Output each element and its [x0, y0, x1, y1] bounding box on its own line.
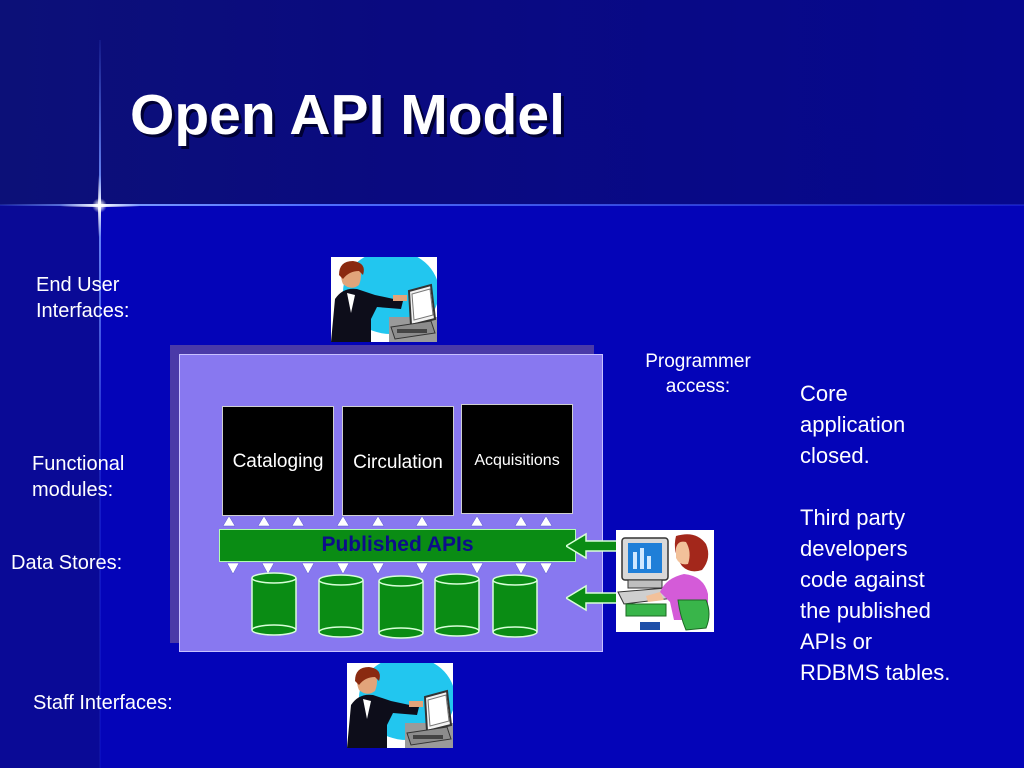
module-cataloging: Cataloging: [222, 406, 334, 516]
left-band: [0, 205, 100, 768]
end-user-label-line2: Interfaces:: [36, 300, 130, 322]
note-line: Third party: [800, 505, 906, 530]
staff-interfaces-label: Staff Interfaces:: [33, 692, 173, 714]
note-line: code against: [800, 567, 925, 592]
note-paragraph-gap: [800, 471, 1015, 502]
published-apis-bar: Published APIs: [219, 529, 576, 562]
note-line: RDBMS tables.: [800, 660, 951, 685]
data-store-2-database-icon: [318, 574, 364, 638]
module-acquisitions: Acquisitions: [461, 404, 573, 514]
api-connector-arrows: [222, 516, 553, 574]
programmer-access-label: Programmer access:: [624, 349, 772, 399]
note-line: APIs or: [800, 629, 873, 654]
note-line: closed.: [800, 443, 870, 468]
staff-person-at-computer-icon: [347, 663, 453, 748]
slide-title: Open API Model: [130, 83, 565, 147]
note-line: Core: [800, 381, 848, 406]
functional-label-line1: Functional: [32, 453, 125, 475]
functional-label-line2: modules:: [32, 479, 114, 501]
programmer-label-line1: Programmer: [645, 351, 751, 372]
note-line: application: [800, 412, 906, 437]
data-store-1-database-icon: [251, 572, 297, 636]
data-store-3-database-icon: [378, 575, 424, 639]
vertical-divider: [99, 40, 101, 768]
note-line: developers: [800, 536, 908, 561]
data-store-4-database-icon: [434, 573, 480, 637]
data-stores-label: Data Stores:: [11, 552, 123, 574]
sparkle-icon: [92, 198, 107, 213]
module-circulation: Circulation: [342, 406, 454, 516]
programmer-access-arrows: [566, 532, 628, 612]
end-user-label-line1: End User: [36, 274, 120, 296]
core-closed-note: Core application closed. Third party dev…: [800, 378, 1015, 688]
data-store-5-database-icon: [492, 574, 538, 638]
functional-modules-label: Functional modules:: [32, 451, 182, 503]
programmer-label-line2: access:: [665, 376, 731, 397]
end-user-person-at-computer-icon: [331, 257, 437, 342]
note-line: the published: [800, 598, 931, 623]
end-user-label: End User Interfaces:: [36, 272, 186, 324]
horizontal-divider: [0, 204, 1024, 206]
title-band: [0, 0, 1024, 205]
programmer-woman-at-computer-icon: [616, 530, 714, 632]
